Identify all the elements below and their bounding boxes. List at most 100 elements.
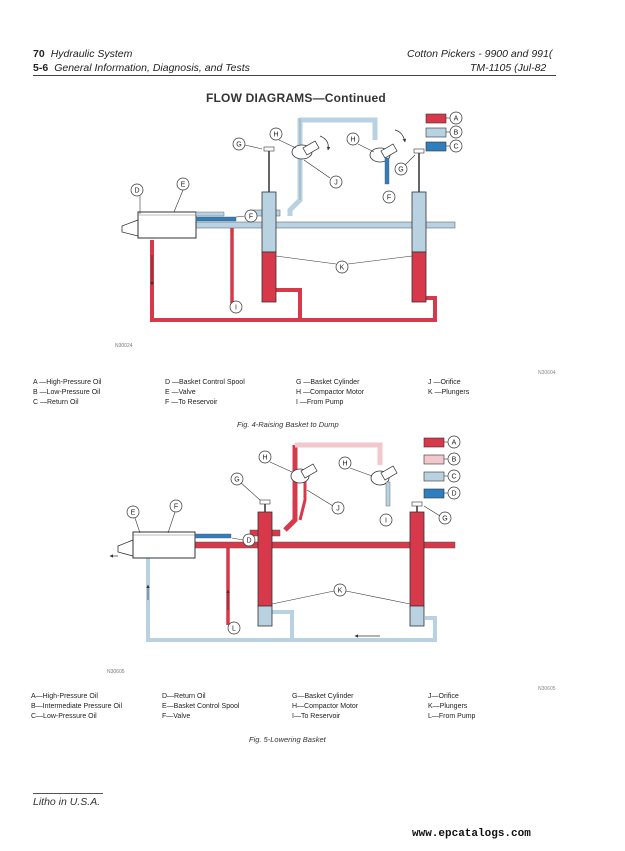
cylinder-left	[261, 191, 277, 253]
legend-item: I—To Reservoir	[292, 713, 341, 720]
fig4-legend-col3: G —Basket Cylinder H —Compactor Motor I …	[296, 378, 364, 408]
legend-item: K—Plungers	[428, 703, 468, 710]
callout-c: C	[444, 469, 461, 483]
svg-text:I: I	[235, 305, 237, 312]
litho-text: Litho in U.S.A.	[33, 796, 101, 808]
svg-text:C: C	[453, 144, 458, 151]
svg-text:A: A	[454, 116, 459, 123]
page-title: FLOW DIAGRAMS—Continued	[206, 91, 386, 105]
legend-item: E—Basket Control Spool	[162, 703, 240, 710]
fig5-legend-col2: D—Return Oil E—Basket Control Spool F—Va…	[162, 692, 239, 722]
fig4-legend-col1: A —High-Pressure Oil B —Low-Pressure Oil…	[33, 378, 101, 408]
callout-b: B	[444, 452, 461, 466]
fig4-code: N30024	[115, 343, 133, 349]
fig4-small-code: N30604	[538, 370, 556, 376]
legend-item: D—Return Oil	[162, 693, 206, 700]
svg-text:F: F	[387, 195, 391, 202]
legend-item: J —Orifice	[428, 379, 461, 386]
callout-g-right: G	[394, 154, 416, 176]
callout-b: B	[446, 125, 463, 139]
legend-item: G—Basket Cylinder	[292, 693, 354, 700]
svg-text:L: L	[232, 626, 236, 633]
svg-text:H: H	[350, 137, 355, 144]
svg-text:E: E	[131, 510, 136, 517]
svg-text:G: G	[234, 477, 239, 484]
svg-text:K: K	[338, 588, 343, 595]
svg-text:H: H	[273, 132, 278, 139]
svg-text:J: J	[334, 180, 338, 187]
legend-item: B—Intermediate Pressure Oil	[31, 703, 123, 710]
svg-text:I: I	[385, 518, 387, 525]
callout-a: A	[444, 435, 461, 449]
swatch-c	[423, 471, 445, 482]
callout-k: K	[275, 255, 413, 274]
callout-h-right: H	[338, 456, 373, 477]
callout-l: L	[227, 621, 241, 635]
footer-rule	[33, 793, 103, 794]
compactor-motor-left	[291, 135, 331, 160]
legend-item: A —High-Pressure Oil	[33, 379, 102, 386]
svg-text:B: B	[454, 130, 459, 137]
callout-j: J	[306, 489, 345, 515]
fig5-code: N30605	[107, 669, 125, 675]
legend-item: F —To Reservoir	[165, 399, 218, 406]
callout-f: F	[167, 499, 183, 534]
callout-h-right: H	[346, 132, 375, 153]
fig4-legend-col2: D —Basket Control Spool E —Valve F —To R…	[165, 378, 245, 408]
callout-d: D	[444, 486, 461, 500]
swatch-c	[425, 141, 447, 152]
callout-j: J	[303, 159, 343, 189]
callout-d: D	[130, 183, 144, 214]
svg-text:B: B	[452, 457, 457, 464]
callout-g: G	[232, 137, 263, 151]
pipe-high-pressure	[150, 240, 437, 322]
fig4-caption: Fig. 4-Raising Basket to Dump	[237, 420, 339, 429]
legend-item: A—High-Pressure Oil	[31, 693, 98, 700]
legend-item: D —Basket Control Spool	[165, 379, 245, 386]
legend-item: H —Compactor Motor	[296, 389, 365, 396]
svg-text:H: H	[262, 455, 267, 462]
legend-item: I —From Pump	[296, 399, 344, 406]
book-title: Cotton Pickers - 9900 and 991(	[407, 48, 553, 60]
legend-item: F—Valve	[162, 713, 191, 720]
fig4-legend-col4: J —Orifice K —Plungers	[428, 378, 469, 398]
legend-item: C—Low-Pressure Oil	[31, 713, 97, 720]
swatch-b	[423, 454, 445, 465]
fig5-legend-col1: A—High-Pressure Oil B—Intermediate Press…	[31, 692, 122, 722]
legend-item: B —Low-Pressure Oil	[33, 389, 101, 396]
svg-text:G: G	[398, 167, 403, 174]
svg-text:C: C	[451, 474, 456, 481]
svg-text:F: F	[174, 504, 178, 511]
fig4-diagram: A B C G H H G J F D E F K I N	[115, 111, 463, 349]
valve-body	[132, 531, 196, 559]
cylinder-right	[409, 511, 425, 607]
manual-ref: TM-1105 (Jul-82	[470, 62, 547, 74]
legend-item: J—Orifice	[428, 693, 459, 700]
svg-text:K: K	[340, 265, 345, 272]
pipe-low-pressure	[146, 556, 437, 642]
cylinder-right	[411, 191, 427, 253]
valve-body	[137, 211, 197, 239]
fig5-small-code: N30605	[538, 686, 556, 692]
fig5-legend-col4: J—Orifice K—Plungers L—From Pump	[428, 692, 475, 722]
callout-c: C	[446, 139, 463, 153]
fig5-caption: Fig. 5-Lowering Basket	[249, 735, 326, 744]
legend-item: G —Basket Cylinder	[296, 379, 360, 386]
legend-item: H—Compactor Motor	[292, 703, 359, 710]
legend-item: C —Return Oil	[33, 399, 79, 406]
swatch-a	[423, 437, 445, 448]
legend-item: E —Valve	[165, 389, 196, 396]
swatch-d	[423, 488, 445, 499]
website-link[interactable]: www.epcatalogs.com	[412, 828, 531, 840]
cylinder-left	[257, 511, 273, 607]
section-title: Hydraulic System	[50, 48, 133, 60]
callout-i: I	[379, 513, 393, 527]
fig5-diagram: A B C D H H G G J I E F D K L N30605	[107, 435, 461, 675]
callout-h-left: H	[258, 450, 293, 473]
swatch-a	[425, 113, 447, 124]
svg-text:F: F	[249, 214, 253, 221]
callout-a: A	[446, 111, 463, 125]
callout-i: I	[229, 300, 243, 314]
legend-item: K —Plungers	[428, 389, 470, 396]
